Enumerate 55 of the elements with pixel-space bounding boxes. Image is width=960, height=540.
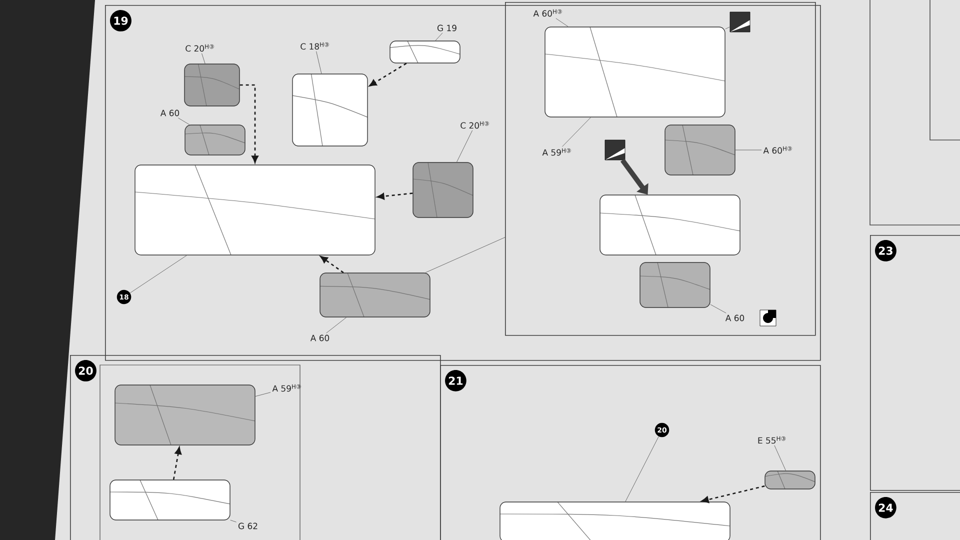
side-panel-drawing [184,124,246,156]
door-drawing [640,262,710,308]
decal-icon [604,140,626,160]
part-label: A 59$^{H③}$ [542,148,571,156]
leader-line [425,237,506,273]
leader-line [202,53,206,64]
part-label: C 18$^{H③}$ [300,42,329,50]
step-panel: 24 [870,492,960,540]
car-body-drawing [500,502,730,540]
part-label: G 62 [238,522,258,530]
leader-line [326,317,347,334]
assembly-arrow [376,192,413,200]
part-label: G 19 [437,24,456,32]
assembly-arrow [369,62,407,86]
leader-line [725,26,730,30]
assembly-arrow [320,256,344,274]
seat-drawing [412,162,474,218]
leader-line [230,520,237,522]
part-label: A 60$^{H③}$ [763,146,792,154]
part-label: A 60 [160,110,180,116]
part-label: C 20$^{H③}$ [186,44,214,52]
car-body-drawing [134,164,376,256]
leader-line [255,392,271,397]
seat-drawing [184,64,240,106]
door-panel-drawing [320,272,430,318]
part-label: A 59$^{H③}$ [272,384,301,392]
assembly-arrow [240,84,258,164]
roof-frame-drawing [544,26,726,118]
part-label: C 20$^{H③}$ [460,121,489,129]
leader-line [130,255,188,294]
roof-frame-drawing [600,194,740,256]
leader-line [774,445,786,471]
roof-drawing [114,384,256,446]
leader-line [625,436,659,502]
leader-line [562,117,592,147]
window-drawing [390,40,460,64]
leader-line [556,18,568,27]
dashboard-drawing [292,74,368,146]
inset-frame [505,2,816,336]
leader-line [435,32,443,41]
leader-line [710,304,726,314]
assembly-arrow [172,446,182,480]
door-drawing [664,124,736,176]
decal-icon [730,12,750,32]
part-label: A 60 [310,334,330,342]
leader-line [456,130,473,162]
spoiler-drawing [764,470,816,490]
part-label: A 60 [725,314,744,322]
leader-line [178,118,190,125]
leader-line [316,51,322,74]
windshield-drawing [110,480,230,520]
part-label: A 60$^{H③}$ [533,9,562,17]
part-label: E 55$^{H③}$ [758,436,786,444]
assembly-arrow [701,485,765,504]
step-panel: 23 [870,234,960,491]
